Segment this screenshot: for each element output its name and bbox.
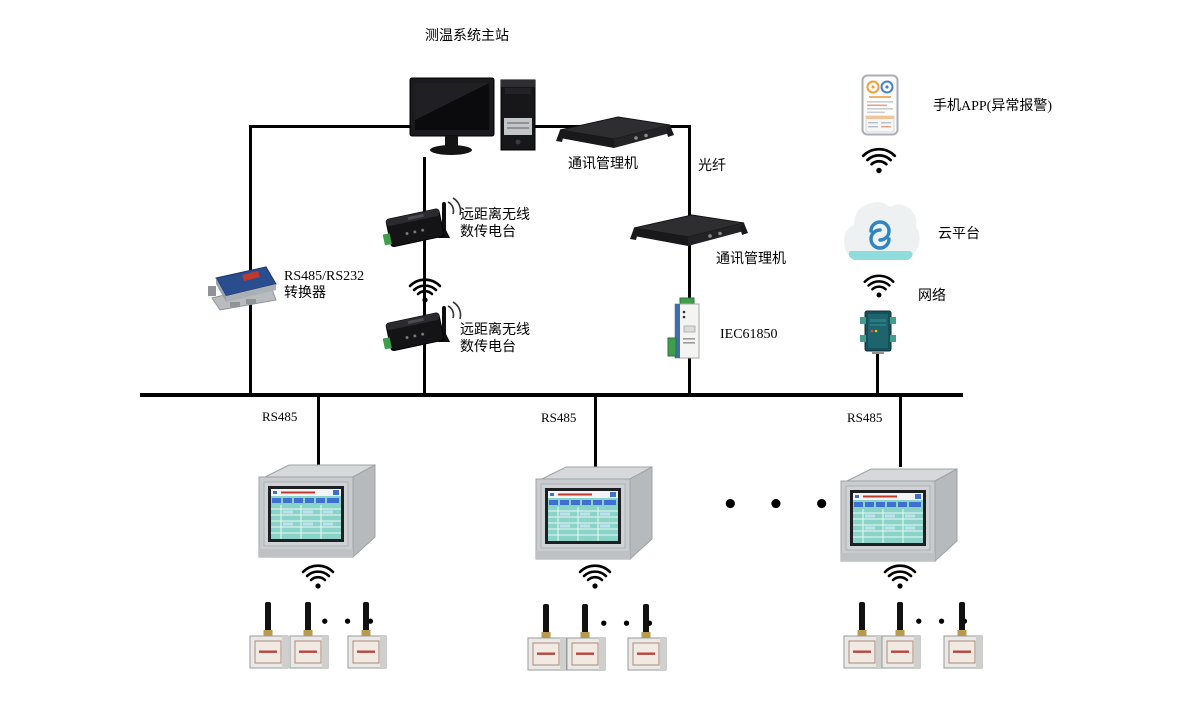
wifi-icon-phone [858, 144, 900, 176]
display-panel-3-icon [839, 467, 959, 567]
sensor-ellipsis-1: • • • [320, 613, 380, 631]
sensor-ellipsis-3: • • • [914, 613, 974, 631]
radio-modem-2-icon [380, 298, 466, 364]
radio-1-label: 远距离无线数传电台 [460, 207, 530, 241]
sensor-3-2-icon [880, 600, 924, 670]
panels-ellipsis: • • • [722, 490, 840, 520]
converter-label-line2: 转换器 [284, 286, 326, 301]
sensor-2-3-icon [626, 602, 670, 672]
radio-1-label-line2: 数传电台 [460, 225, 516, 240]
bus-drop-3 [899, 397, 902, 467]
phone-app-label: 手机APP(异常报警) [933, 99, 1053, 114]
sensor-1-1-icon [248, 600, 292, 670]
rs485-bus-line [140, 393, 963, 397]
middle-vertical-link [423, 157, 426, 396]
radio-2-label: 远距离无线数传电台 [460, 322, 530, 356]
rs485-label-2: RS485 [541, 410, 577, 425]
cloud-platform-icon [838, 191, 922, 271]
display-panel-1-icon [257, 463, 377, 563]
comm-manager-2-label: 通讯管理机 [716, 252, 786, 267]
dtu-module-icon [858, 309, 898, 355]
network-label: 网络 [918, 289, 946, 304]
left-vertical-link [249, 125, 252, 396]
fiber-vertical-link [688, 125, 691, 396]
rs485-label-1: RS485 [262, 409, 298, 424]
sensor-3-3-icon [942, 600, 986, 670]
diagram-title: 测温系统主站 [425, 29, 509, 44]
wifi-icon-panel-2 [575, 561, 615, 591]
master-computer-icon [408, 76, 540, 158]
wifi-icon-radios [405, 275, 445, 305]
sensor-ellipsis-2: • • • [599, 615, 659, 633]
converter-label: RS485/RS232 转换器 [284, 268, 364, 302]
radio-modem-1-icon [380, 194, 466, 260]
comm-manager-1-icon [556, 110, 674, 158]
bus-drop-1 [317, 397, 320, 467]
phone-app-icon [861, 74, 899, 136]
converter-label-line1: RS485/RS232 [284, 269, 365, 284]
radio-1-label-line1: 远距离无线 [460, 208, 530, 223]
radio-2-label-line1: 远距离无线 [460, 323, 530, 338]
iec61850-module-icon [666, 296, 708, 364]
rs485-rs232-converter-icon [206, 260, 286, 314]
wifi-icon-panel-3 [880, 561, 920, 591]
sensor-2-2-icon [565, 602, 609, 672]
comm-manager-2-icon [630, 208, 748, 256]
radio-2-label-line2: 数传电台 [460, 340, 516, 355]
rs485-label-3: RS485 [847, 410, 883, 425]
sensor-1-2-icon [288, 600, 332, 670]
link-master-to-left-drop [250, 125, 414, 128]
wifi-icon-network [860, 271, 898, 300]
comm-manager-1-label: 通讯管理机 [568, 157, 638, 172]
iec61850-label: IEC61850 [720, 327, 778, 342]
display-panel-2-icon [534, 465, 654, 565]
dtu-vertical-link [876, 348, 879, 396]
sensor-1-3-icon [346, 600, 390, 670]
sensor-2-1-icon [526, 602, 570, 672]
bus-drop-2 [594, 397, 597, 467]
wifi-icon-panel-1 [298, 561, 338, 591]
fiber-label: 光纤 [698, 159, 726, 174]
cloud-label: 云平台 [938, 227, 980, 242]
